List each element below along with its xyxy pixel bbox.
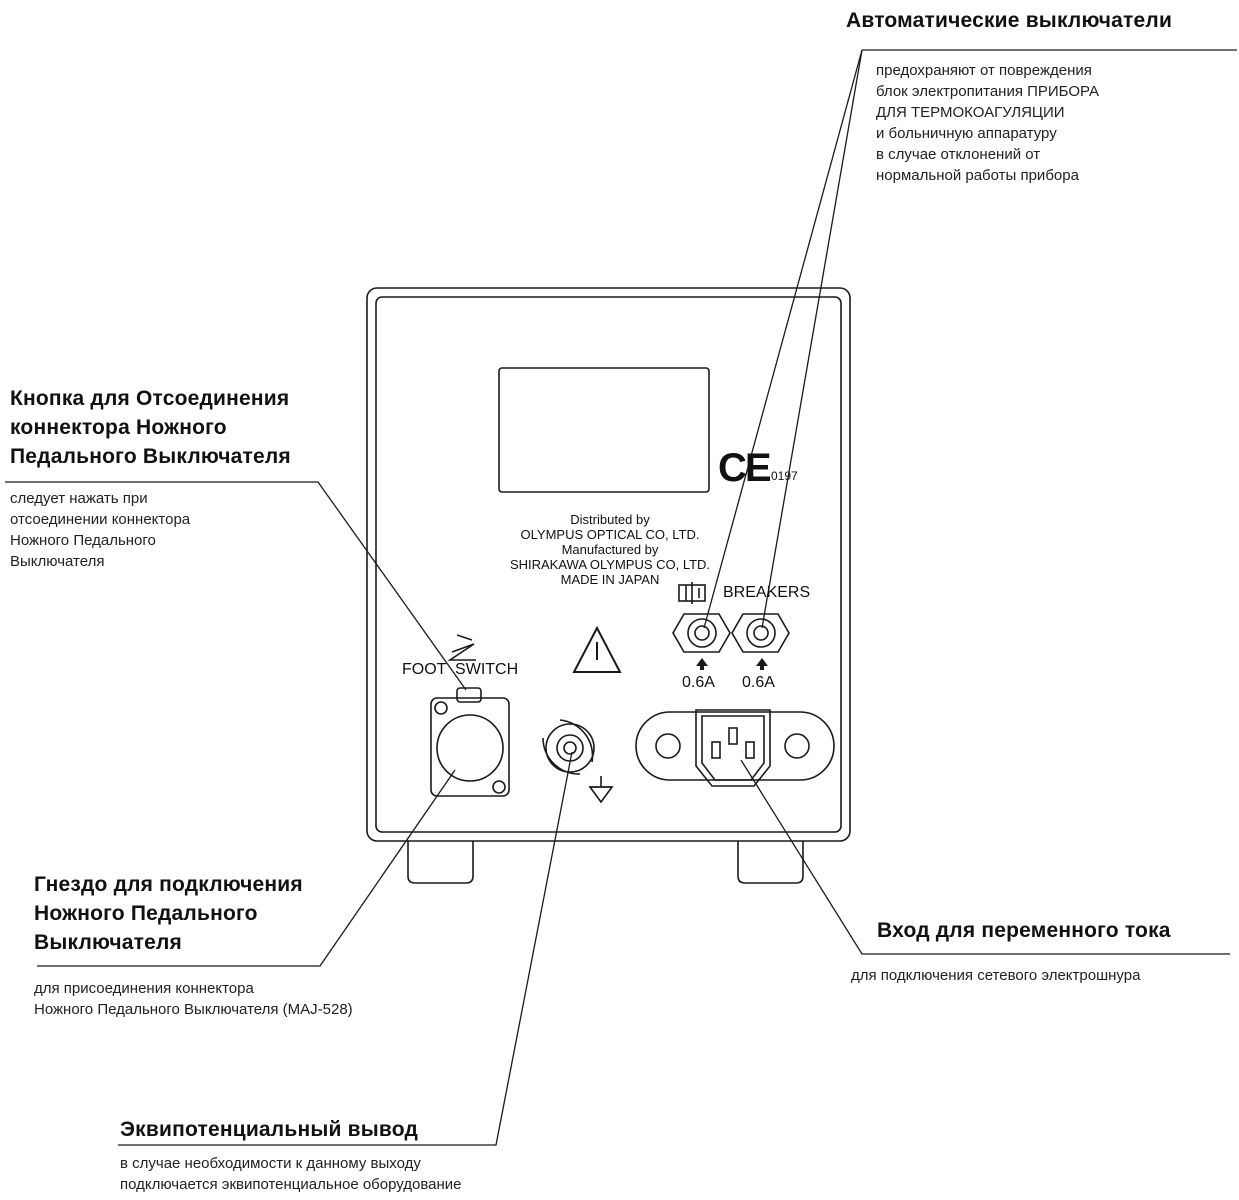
- body-line: Ножного Педального Выключателя (MAJ-528): [34, 1001, 353, 1018]
- breaker-symbol-icon: [678, 582, 706, 604]
- body-line: отсоединении коннектора: [10, 511, 191, 528]
- body-line: Ножного Педального: [10, 532, 156, 549]
- manufacturer-label: Distributed by OLYMPUS OPTICAL CO, LTD. …: [495, 512, 725, 587]
- label-line: Distributed by: [570, 512, 650, 527]
- body-line: в случае отклонений от: [876, 146, 1041, 163]
- label-window: [498, 367, 710, 493]
- leader-release-button: [5, 481, 467, 691]
- leader-lines: [5, 49, 1237, 1146]
- right-foot: [737, 841, 804, 884]
- ac-inlet: [635, 709, 835, 787]
- breakers-label: BREAKERS: [723, 584, 811, 601]
- leader-foot-switch-socket: [37, 769, 456, 967]
- title-line: Ножного Педального: [34, 902, 258, 925]
- arrow-up-icon: [756, 658, 768, 666]
- title-line: Кнопка для Отсоединения: [10, 387, 290, 410]
- leader-equipotential: [118, 751, 573, 1146]
- equipotential-callout-body: в случае необходимости к данному выходу …: [120, 1153, 462, 1195]
- warning-triangle-icon: [572, 625, 622, 673]
- ce-mark: CE: [718, 446, 772, 490]
- equipotential-terminal: [542, 719, 595, 775]
- foot-switch-connector: [430, 687, 510, 797]
- fuse-left: [672, 613, 731, 653]
- title-line: Педального Выключателя: [10, 445, 291, 468]
- body-line: предохраняют от повреждения: [876, 62, 1092, 79]
- body-line: для подключения сетевого электрошнура: [851, 967, 1141, 984]
- foot-switch-label: FOOT SWITCH: [402, 661, 519, 678]
- fuse-rating-left: 0.6A: [682, 674, 715, 691]
- breakers-callout-title: Автоматические выключатели: [846, 9, 1173, 32]
- release-button-callout-title: Кнопка для Отсоединения коннектора Ножно…: [10, 384, 291, 471]
- device-outer-frame: [366, 287, 851, 842]
- label-line: MADE IN JAPAN: [560, 572, 660, 587]
- foot-switch-socket-callout-body: для присоединения коннектора Ножного Пед…: [34, 978, 353, 1020]
- release-button-callout-body: следует нажать при отсоединении коннекто…: [10, 488, 190, 572]
- ac-inlet-callout-body: для подключения сетевого электрошнура: [851, 965, 1140, 986]
- left-foot: [407, 841, 474, 884]
- label-line: SHIRAKAWA OLYMPUS CO, LTD.: [509, 557, 711, 572]
- body-line: Выключателя: [10, 553, 105, 570]
- label-line: OLYMPUS OPTICAL CO, LTD.: [520, 527, 700, 542]
- body-line: блок электропитания ПРИБОРА: [876, 83, 1100, 100]
- leader-ac-inlet: [740, 759, 1230, 955]
- breakers-callout-body: предохраняют от повреждения блок электро…: [876, 60, 1099, 186]
- body-line: в случае необходимости к данному выходу: [120, 1155, 421, 1172]
- body-line: следует нажать при: [10, 490, 148, 507]
- fuse-rating-right: 0.6A: [742, 674, 775, 691]
- body-line: подключается эквипотенциальное оборудова…: [120, 1176, 462, 1193]
- foot-pedal-icon: [447, 634, 476, 661]
- ce-number: 0197: [771, 469, 798, 483]
- foot-switch-socket-callout-title: Гнездо для подключения Ножного Педальног…: [34, 870, 303, 957]
- label-line: Manufactured by: [561, 542, 659, 557]
- title-line: коннектора Ножного: [10, 416, 227, 439]
- body-line: и больничную аппаратуру: [876, 125, 1057, 142]
- body-line: для присоединения коннектора: [34, 980, 254, 997]
- ac-inlet-callout-title: Вход для переменного тока: [877, 919, 1171, 942]
- fuse-right: [731, 613, 790, 653]
- arrow-up-icon: [696, 658, 708, 666]
- equipotential-callout-title: Эквипотенциальный вывод: [120, 1118, 418, 1141]
- ground-symbol-icon: [588, 776, 614, 804]
- leader-breakers: [703, 49, 863, 629]
- body-line: ДЛЯ ТЕРМОКОАГУЛЯЦИИ: [876, 104, 1065, 121]
- title-line: Гнездо для подключения: [34, 873, 303, 896]
- title-line: Выключателя: [34, 931, 182, 954]
- body-line: нормальной работы прибора: [876, 167, 1079, 184]
